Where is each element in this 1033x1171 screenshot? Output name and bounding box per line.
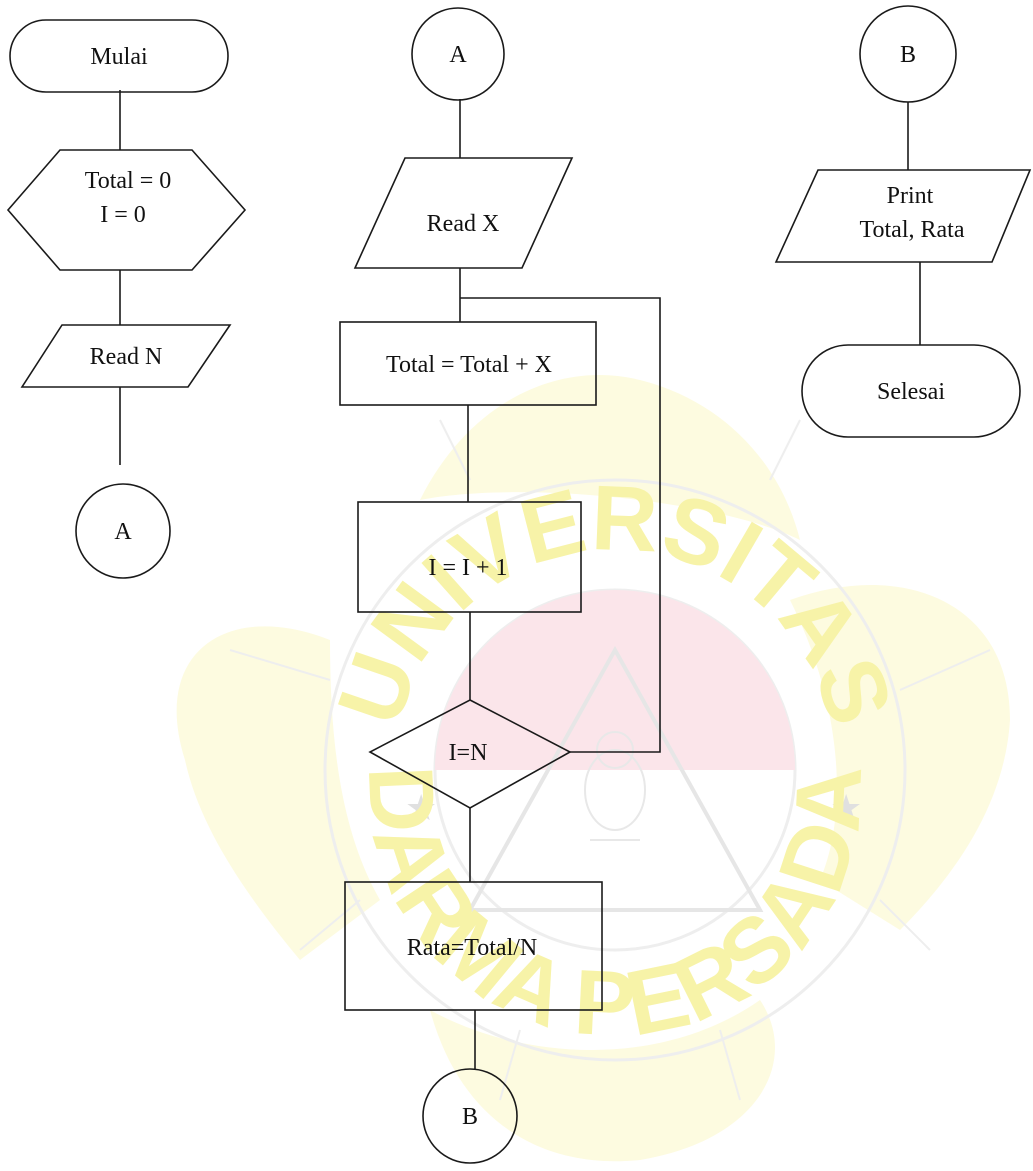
read-n-input <box>20 324 232 388</box>
decision-label: I=N <box>449 740 488 766</box>
read-x-label: Read X <box>427 211 500 237</box>
watermark-triangle <box>466 645 764 912</box>
init-line2: I = 0 <box>100 202 146 228</box>
watermark-star-right-icon: ★ <box>830 788 862 829</box>
connector-b-out-label: B <box>462 1104 478 1130</box>
connector-b-in <box>859 5 957 103</box>
watermark-petal-top <box>420 375 800 540</box>
increment-label: I = I + 1 <box>428 555 507 581</box>
init-preparation <box>6 149 247 271</box>
watermark-seal: ★ ★ UNIVERSITAS DARMA PERSADA <box>176 375 1010 1162</box>
sum-label: Total = Total + X <box>386 352 552 378</box>
loop-back-line <box>460 297 661 753</box>
average-process <box>344 881 603 1011</box>
watermark-red-half <box>435 590 795 770</box>
connector-b-in-label: B <box>900 42 916 68</box>
connector-a-out <box>75 483 171 579</box>
watermark-petal-right <box>790 585 1010 930</box>
increment-process <box>357 501 582 613</box>
watermark-star-left-icon: ★ <box>405 788 437 829</box>
watermark-rays <box>229 419 991 1101</box>
end-terminal <box>801 344 1021 438</box>
connector-a-in <box>411 7 505 101</box>
read-x-input <box>353 157 574 269</box>
watermark-petal-left <box>176 626 380 960</box>
connector-a-in-label: A <box>449 42 467 68</box>
watermark-ring-outer <box>323 478 907 1062</box>
print-line2: Total, Rata <box>860 217 965 243</box>
watermark-emblem-icon <box>584 731 646 841</box>
end-label: Selesai <box>877 379 945 405</box>
start-terminal <box>9 19 229 93</box>
decision-diamond <box>368 699 572 809</box>
print-output <box>774 169 1032 263</box>
flow-connectors <box>119 90 921 1070</box>
connector-b-out <box>422 1068 518 1164</box>
start-label: Mulai <box>90 44 148 70</box>
read-n-label: Read N <box>90 344 163 370</box>
init-line1: Total = 0 <box>85 168 172 194</box>
print-line1: Print <box>887 183 934 209</box>
sum-process <box>339 321 597 406</box>
connector-a-out-label: A <box>114 519 132 545</box>
average-label: Rata=Total/N <box>407 935 538 961</box>
